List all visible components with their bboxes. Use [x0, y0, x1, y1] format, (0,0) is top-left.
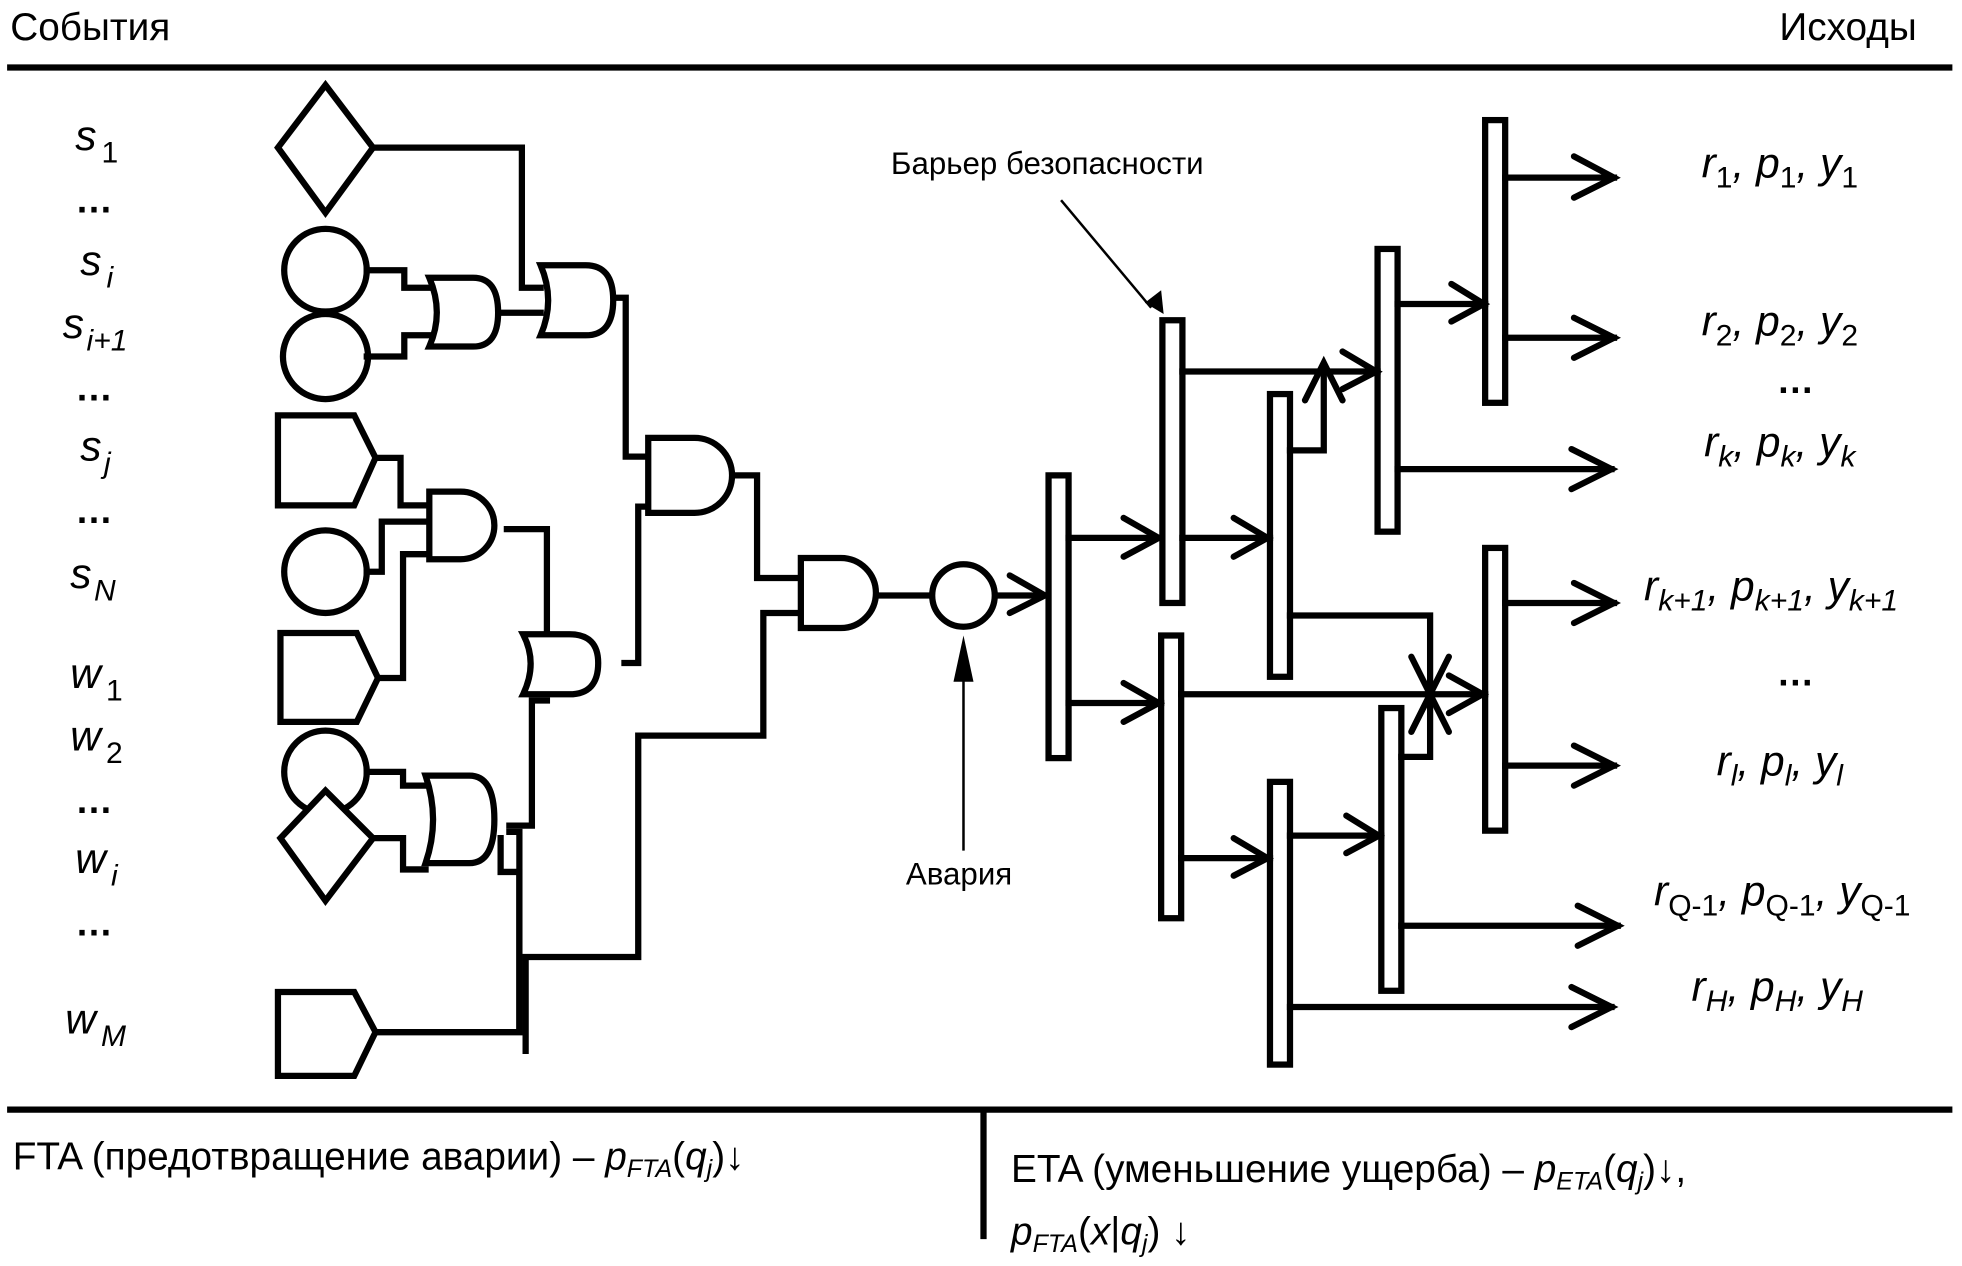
outcome-arrow-icon	[1570, 314, 1621, 361]
event-symbols	[274, 79, 382, 1079]
circle-event-symbol	[279, 310, 372, 403]
outcome-label: r1, p1, y1	[1702, 140, 1858, 195]
arrowhead-icon	[1120, 679, 1166, 725]
event-tree-branches	[1065, 300, 1489, 862]
eta-footer-text: ETA (уменьшение ущерба) – pETA(qj)↓,	[1011, 1148, 1686, 1196]
safety-barrier	[1159, 317, 1186, 607]
events-header: События	[10, 6, 170, 49]
outcome-labels: r1, p1, y1 r2, p2, y2 … rk, pk, yk rk+1,…	[1644, 140, 1910, 1018]
arrowhead-icon	[1408, 687, 1452, 735]
diamond-event-symbol	[274, 79, 377, 218]
branch-arrowheads	[1006, 280, 1491, 879]
outcome-arrow-icon	[1570, 742, 1621, 789]
arrowhead-icon	[1445, 672, 1490, 717]
outcome-ellipsis: …	[1777, 652, 1817, 694]
arrowhead-icon	[1448, 280, 1491, 325]
eta-footer-text-line2: pFTA(x|qj) ↓	[1010, 1211, 1191, 1259]
fta-footer-text: FTA (предотвращение аварии) – pFTA(qj)↓	[13, 1136, 745, 1184]
outcome-arrow-icon	[1570, 579, 1621, 627]
outcomes-header: Исходы	[1779, 6, 1916, 49]
safety-barrier	[1482, 116, 1509, 406]
house-event-symbol	[274, 412, 379, 509]
event-ellipsis: …	[75, 779, 115, 821]
house-event-symbol	[277, 629, 382, 725]
safety-barrier	[1374, 245, 1401, 535]
outcome-arrow-icon	[1570, 153, 1621, 201]
and-gate	[797, 554, 879, 632]
barrier-annotation-label: Барьер безопасности	[891, 146, 1204, 181]
accident-annotation-label: Авария	[906, 856, 1012, 891]
outcome-label: rQ-1, pQ-1, yQ-1	[1654, 868, 1910, 923]
barrier-annotation-leader	[1060, 199, 1153, 309]
arrowhead-icon	[1230, 835, 1274, 879]
and-gate	[426, 488, 498, 563]
event-ellipsis: …	[75, 179, 115, 221]
accident-annotation-arrowhead	[953, 635, 974, 682]
fault-tree-wires	[363, 144, 1042, 1054]
and-gate	[645, 434, 736, 517]
outcome-arrows	[1286, 153, 1625, 1031]
diamond-event-symbol	[276, 786, 378, 906]
safety-barrier	[1482, 544, 1509, 834]
safety-barrier	[1266, 778, 1294, 1068]
outcome-label: rH, pH, yH	[1692, 963, 1864, 1018]
house-event-symbol	[274, 988, 380, 1079]
outcome-label: r2, p2, y2	[1702, 297, 1858, 352]
circle-event-symbol	[281, 225, 370, 315]
circle-event-symbol	[281, 527, 370, 617]
or-gate	[421, 772, 498, 867]
outcome-arrow-icon	[1568, 445, 1619, 493]
outcome-arrow-icon	[1568, 983, 1619, 1031]
arrowhead-icon	[1343, 812, 1386, 857]
event-ellipsis: …	[75, 489, 115, 531]
or-gate	[535, 262, 617, 339]
event-ellipsis: …	[75, 366, 115, 408]
arrowhead-icon	[1339, 348, 1383, 393]
event-tree-barriers	[1045, 116, 1509, 1068]
outcome-label: rl, pl, yl	[1717, 738, 1845, 793]
arrowhead-icon	[1006, 572, 1052, 617]
outcome-label: rk+1, pk+1, yk+1	[1644, 562, 1898, 617]
or-gate	[424, 274, 502, 350]
outcome-label: rk, pk, yk	[1704, 419, 1857, 474]
arrowhead-icon	[1120, 514, 1166, 560]
safety-barrier	[1045, 472, 1072, 762]
logic-gates	[421, 262, 998, 867]
outcome-ellipsis: …	[1777, 359, 1817, 401]
or-gate	[517, 631, 602, 698]
accident-event-symbol	[929, 561, 998, 630]
barrier-annotation-arrowhead	[1144, 290, 1164, 314]
outcome-arrow-icon	[1574, 902, 1625, 949]
arrowhead-icon	[1230, 514, 1274, 560]
safety-barrier	[1378, 704, 1405, 994]
event-ellipsis: …	[75, 902, 115, 944]
safety-barrier	[1158, 632, 1185, 922]
arrowhead-icon	[1301, 355, 1346, 404]
